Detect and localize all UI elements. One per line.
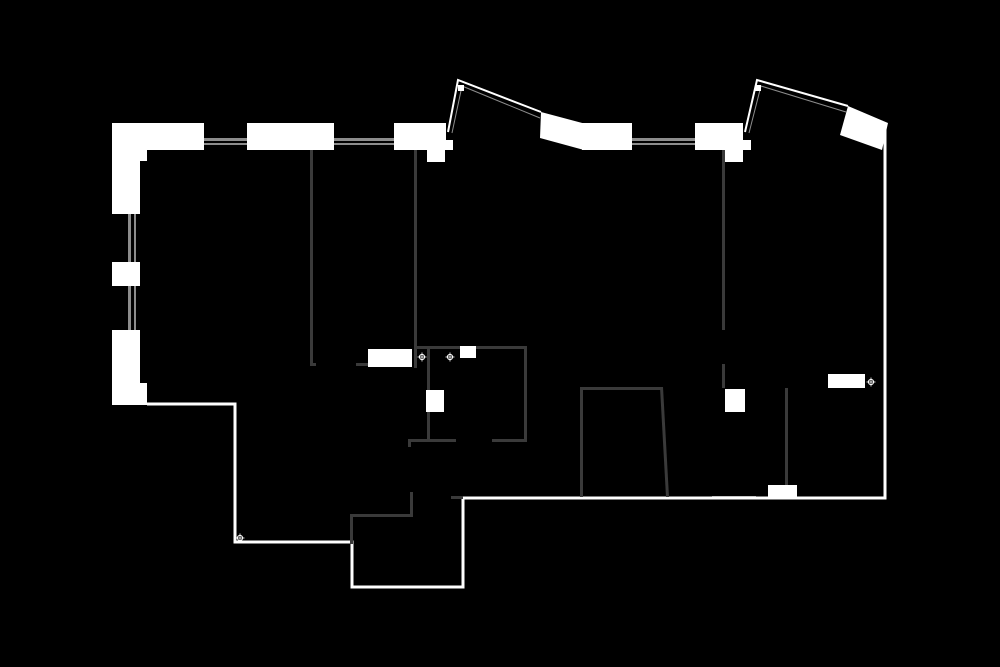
partition-v4 [785, 388, 788, 496]
window-left-2 [128, 286, 136, 330]
window-left-1 [128, 214, 136, 262]
partition-wc-right [524, 346, 527, 442]
partition-v3 [722, 150, 725, 330]
fixture-crosshair-icon [417, 352, 427, 362]
partition-v1-foot [310, 363, 316, 366]
exterior-walls [112, 106, 888, 405]
partition-v1 [310, 150, 313, 366]
wall-top-middle-block [582, 123, 632, 150]
partition-wc-stub [408, 439, 411, 447]
partition-entry-h [350, 514, 413, 517]
wall-top-stub [427, 146, 445, 162]
partition-wc-bottom [492, 439, 527, 442]
wall-top-middle-stub-2 [742, 140, 751, 150]
column-5 [828, 374, 865, 388]
wall-outline-right [463, 125, 887, 500]
column-3 [426, 390, 444, 412]
column-2 [460, 346, 476, 358]
window-top-3 [632, 138, 695, 145]
wall-corner-left [112, 123, 147, 161]
partition-entry-stub [410, 492, 413, 516]
window-top-1 [204, 138, 247, 145]
wall-right-top-block [840, 106, 888, 150]
partition-v2 [414, 150, 417, 368]
bay-window-1 [447, 78, 542, 134]
partition-closet-right [660, 387, 669, 497]
column-1 [368, 349, 412, 367]
wall-left-mid [112, 262, 140, 286]
wall-outline-bottom-left [147, 402, 465, 589]
partition-v3-lower [722, 364, 725, 388]
partition-closet-left [580, 387, 583, 497]
partition-stub-1 [356, 363, 370, 366]
wall-top-right-block [394, 123, 446, 150]
fixture-crosshair-icon [866, 377, 876, 387]
fixture-crosshair-icon [235, 533, 245, 543]
wall-top-middle-stub [725, 146, 743, 162]
column-7 [118, 384, 147, 404]
windows [128, 138, 756, 498]
wall-top-mid-block [247, 123, 334, 150]
partition-wc-bottom-left [408, 439, 456, 442]
partition-entry-v [350, 514, 353, 544]
bay-window-2 [744, 78, 849, 134]
fixture-points [235, 352, 876, 543]
columns [118, 346, 865, 498]
partition-entry-stub-2 [451, 496, 463, 499]
fixture-crosshair-icon [445, 352, 455, 362]
wall-left-lower [112, 330, 140, 384]
interior-partitions [310, 150, 788, 544]
wall-top-middle-right [695, 123, 743, 150]
column-4 [725, 389, 745, 412]
wall-top-stub-2 [444, 140, 453, 150]
exterior-thin-walls [147, 125, 887, 589]
wall-bay1-right-block [540, 112, 586, 150]
window-top-2 [334, 138, 394, 145]
partition-closet-top [580, 387, 662, 390]
column-6 [768, 485, 797, 498]
wall-left-upper [112, 160, 140, 214]
